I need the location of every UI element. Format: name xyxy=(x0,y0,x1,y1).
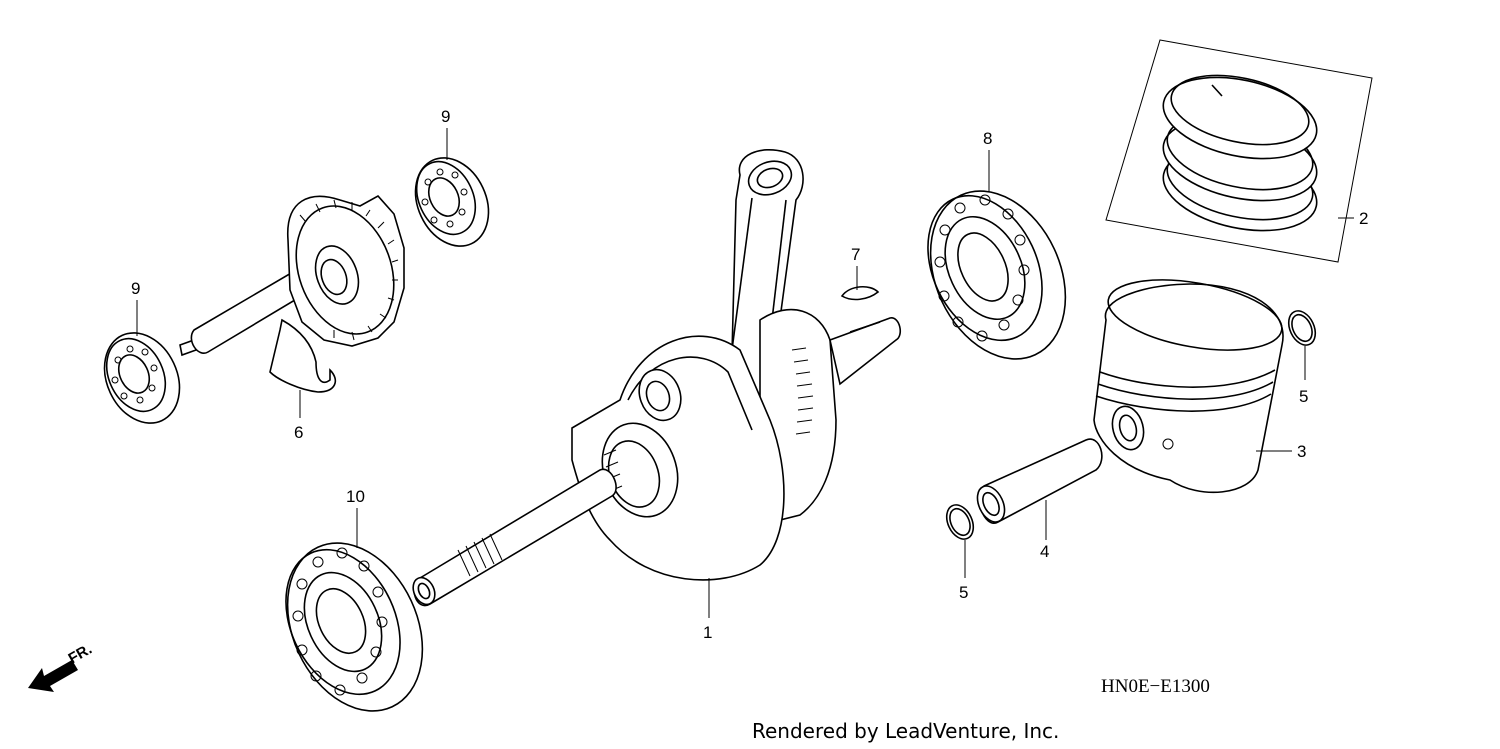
piston-pin-clip-right[interactable] xyxy=(1284,307,1321,350)
callout-7: 7 xyxy=(851,245,860,264)
callout-8: 8 xyxy=(983,129,992,148)
crankshaft[interactable] xyxy=(409,148,902,608)
callout-2: 2 xyxy=(1359,209,1368,228)
callout-10: 10 xyxy=(346,487,365,506)
callout-9-upper: 9 xyxy=(441,107,450,126)
piston[interactable] xyxy=(1093,268,1287,494)
callout-1: 1 xyxy=(703,623,712,642)
piston-pin[interactable] xyxy=(972,438,1103,526)
diagram-code: HN0E−E1300 xyxy=(1101,676,1210,697)
callout-4: 4 xyxy=(1040,542,1049,561)
callout-5-right: 5 xyxy=(1299,387,1308,406)
bearing-9-left[interactable] xyxy=(90,321,193,436)
piston-pin-clip-left[interactable] xyxy=(942,501,979,544)
callout-9-left: 9 xyxy=(131,279,140,298)
arrow-icon xyxy=(28,660,78,692)
callout-labels: 1 2 3 4 5 5 6 7 8 9 9 10 xyxy=(131,107,1368,642)
balancer-shaft[interactable] xyxy=(179,192,411,393)
bearing-8[interactable] xyxy=(905,169,1092,381)
bearing-10[interactable] xyxy=(262,521,449,733)
callout-5-left: 5 xyxy=(959,583,968,602)
piston-ring-set[interactable] xyxy=(1105,39,1373,263)
callout-6: 6 xyxy=(294,423,303,442)
woodruff-key[interactable] xyxy=(840,286,880,301)
render-credit: Rendered by LeadVenture, Inc. xyxy=(752,719,1059,743)
callout-3: 3 xyxy=(1297,442,1306,461)
bearing-9-upper[interactable] xyxy=(402,146,503,258)
front-direction-indicator: FR. xyxy=(28,641,95,692)
leader-lines xyxy=(136,128,1354,618)
